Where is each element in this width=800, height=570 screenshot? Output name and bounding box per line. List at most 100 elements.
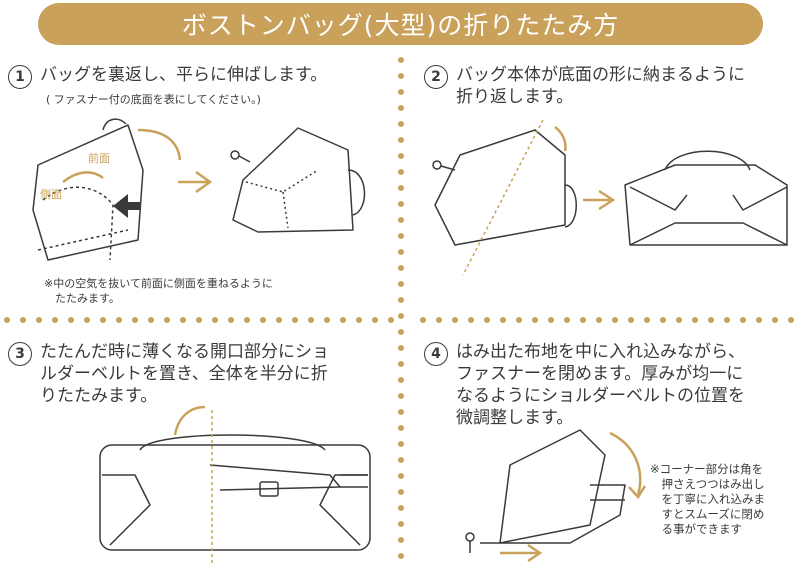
divider-dot	[398, 57, 404, 63]
divider-dot	[68, 317, 74, 323]
divider-dot	[398, 537, 404, 543]
divider-dot	[398, 521, 404, 527]
divider-dot	[398, 505, 404, 511]
divider-dot	[398, 105, 404, 111]
divider-dot	[398, 201, 404, 207]
divider-dot	[452, 317, 458, 323]
divider-dot	[398, 473, 404, 479]
divider-dot	[724, 317, 730, 323]
divider-dot	[660, 317, 666, 323]
divider-dot	[564, 317, 570, 323]
divider-dot	[756, 317, 762, 323]
divider-dot	[388, 317, 394, 323]
divider-dot	[196, 317, 202, 323]
divider-dot	[372, 317, 378, 323]
page-title: ボストンバッグ(大型)の折りたたみ方	[181, 11, 620, 40]
divider-dot	[398, 409, 404, 415]
divider-dot	[420, 317, 426, 323]
divider-dot	[398, 153, 404, 159]
title-banner: ボストンバッグ(大型)の折りたたみ方	[38, 3, 763, 45]
divider-dot	[100, 317, 106, 323]
divider-dot	[260, 317, 266, 323]
divider-dot	[398, 249, 404, 255]
divider-dot	[398, 265, 404, 271]
divider-dot	[772, 317, 778, 323]
divider-dot	[4, 317, 10, 323]
divider-dot	[132, 317, 138, 323]
divider-dot	[740, 317, 746, 323]
divider-dot	[548, 317, 554, 323]
divider-dot	[398, 441, 404, 447]
divider-dot	[292, 317, 298, 323]
divider-dot	[644, 317, 650, 323]
divider-dot	[468, 317, 474, 323]
divider-dot	[516, 317, 522, 323]
divider-dot	[708, 317, 714, 323]
step-2-number: 2	[424, 65, 448, 89]
divider-dot	[398, 233, 404, 239]
divider-dot	[36, 317, 42, 323]
step-3-illustration	[99, 405, 371, 565]
vertical-divider	[397, 55, 405, 570]
label-front: 前面	[88, 151, 110, 165]
step-1-illustration: 前面 側面	[32, 118, 366, 261]
divider-dot	[398, 425, 404, 431]
divider-dot	[398, 281, 404, 287]
divider-dot	[398, 169, 404, 175]
divider-dot	[356, 317, 362, 323]
divider-dot	[398, 313, 404, 319]
step-1-subtext: ( ファスナー付の底面を表にしてください。)	[46, 93, 261, 106]
divider-dot	[340, 317, 346, 323]
divider-dot	[276, 317, 282, 323]
divider-dot	[398, 329, 404, 335]
horizontal-divider	[0, 316, 800, 324]
step-4-illustration	[465, 429, 647, 563]
divider-dot	[398, 489, 404, 495]
step-1-note: ※中の空気を抜いて前面に側面を重ねるように たたみます。	[44, 277, 273, 305]
divider-dot	[436, 317, 442, 323]
divider-dot	[228, 317, 234, 323]
divider-dot	[398, 297, 404, 303]
divider-dot	[324, 317, 330, 323]
divider-dot	[398, 121, 404, 127]
divider-dot	[532, 317, 538, 323]
divider-dot	[244, 317, 250, 323]
divider-dot	[398, 457, 404, 463]
divider-dot	[788, 317, 794, 323]
divider-dot	[398, 217, 404, 223]
divider-dot	[692, 317, 698, 323]
divider-dot	[308, 317, 314, 323]
divider-dot	[398, 377, 404, 383]
divider-dot	[580, 317, 586, 323]
divider-dot	[148, 317, 154, 323]
label-side: 側面	[40, 188, 62, 201]
step-3-text: たたんだ時に薄くなる開口部分にショ ルダーベルトを置き、全体を半分に折 りたたみ…	[40, 342, 329, 406]
divider-dot	[398, 393, 404, 399]
divider-dot	[398, 89, 404, 95]
divider-dot	[398, 361, 404, 367]
divider-dot	[180, 317, 186, 323]
step-2-text: バッグ本体が底面の形に納まるように 折り返します。	[456, 65, 745, 107]
step-2-illustration	[432, 119, 788, 276]
divider-dot	[84, 317, 90, 323]
divider-dot	[500, 317, 506, 323]
divider-dot	[116, 317, 122, 323]
divider-dot	[398, 137, 404, 143]
divider-dot	[596, 317, 602, 323]
divider-dot	[164, 317, 170, 323]
divider-dot	[398, 185, 404, 191]
divider-dot	[398, 553, 404, 559]
step-3-number: 3	[8, 342, 32, 366]
divider-dot	[212, 317, 218, 323]
step-4-text: はみ出た布地を中に入れ込みながら、 ファスナーを閉めます。厚みが均一に なるよう…	[456, 342, 745, 428]
divider-dot	[398, 345, 404, 351]
divider-dot	[398, 73, 404, 79]
divider-dot	[676, 317, 682, 323]
step-1-number: 1	[8, 65, 32, 89]
divider-dot	[20, 317, 26, 323]
step-4-note: ※コーナー部分は角を 押さえつつはみ出し を丁寧に入れ込みま すとスムーズに閉め…	[650, 462, 765, 536]
divider-dot	[52, 317, 58, 323]
divider-dot	[612, 317, 618, 323]
step-4-number: 4	[424, 342, 448, 366]
divider-dot	[484, 317, 490, 323]
